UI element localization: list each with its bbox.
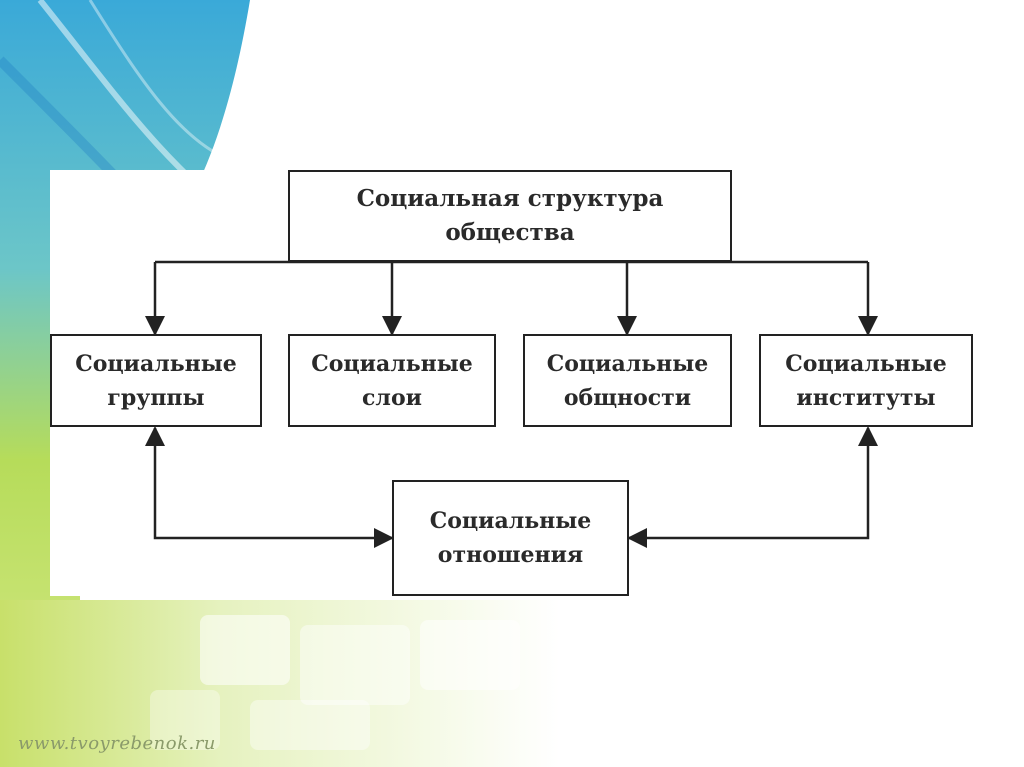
node-social-layers-line2: слои [362,384,422,411]
node-social-relations: Социальные отношения [392,480,629,596]
node-social-groups-line2: группы [107,384,205,411]
link-groups-relations [145,426,394,548]
node-social-relations-line1: Социальные [429,508,592,534]
node-social-structure: Социальная структура общества [288,170,732,262]
node-social-relations-line2: отношения [437,542,584,568]
node-social-communities-line2: общности [563,384,692,411]
node-social-structure-line1: Социальная структура [356,185,664,212]
link-institutions-relations [627,426,878,548]
node-social-communities: Социальные общности [523,334,732,427]
node-social-institutions-line1: Социальные [785,350,947,377]
node-social-structure-line2: общества [445,219,575,246]
node-social-layers-line1: Социальные [311,350,473,377]
node-social-groups: Социальные группы [50,334,262,427]
node-social-communities-line1: Социальные [546,350,709,377]
watermark: www.tvoyrebenok.ru [18,733,216,754]
node-social-groups-line1: Социальные [75,350,237,377]
node-social-institutions: Социальные институты [759,334,973,427]
node-social-institutions-line2: институты [796,384,936,411]
node-social-layers: Социальные слои [288,334,496,427]
